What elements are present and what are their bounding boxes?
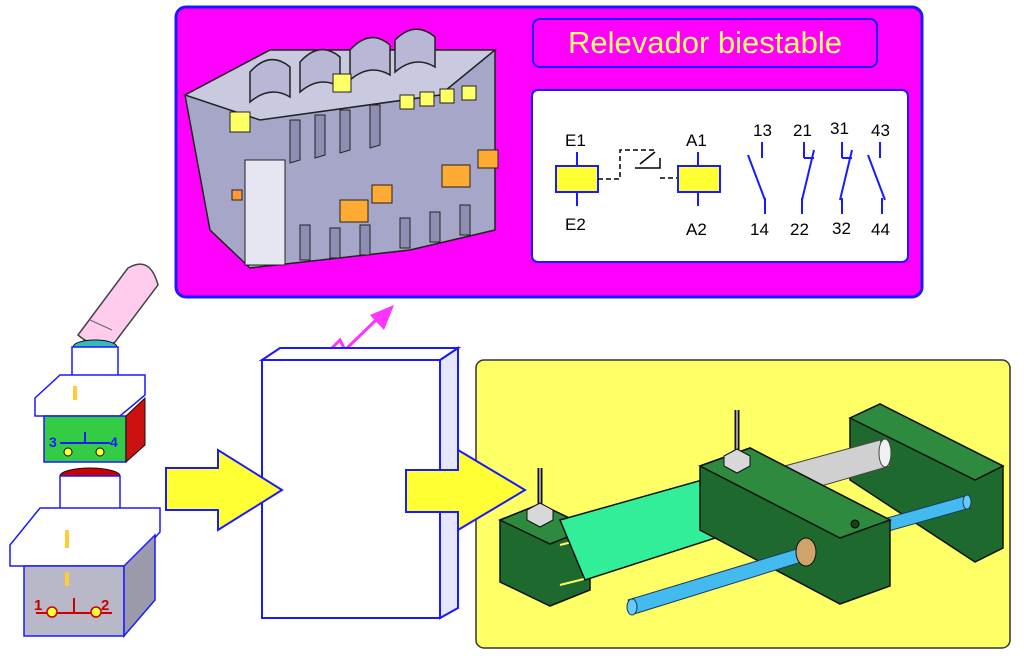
page-title: Relevador biestable	[567, 25, 842, 60]
pushbutton-assembly: 3 4 1 2	[9, 263, 161, 639]
label-a1: A1	[686, 131, 707, 150]
label-22: 22	[790, 220, 809, 239]
relay-schematic: E1 E2 A1 A2 13 14 21 22 31 32 43 44	[531, 89, 909, 263]
port-right	[723, 410, 751, 474]
label-e1: E1	[565, 131, 586, 150]
label-e2: E2	[565, 215, 586, 234]
contact-31-32	[839, 142, 853, 214]
contact-block-nc: 1 2	[23, 533, 156, 639]
label-14: 14	[750, 220, 769, 239]
contact-block-no: 3 4	[43, 396, 146, 464]
contact-13-14	[747, 142, 766, 214]
relay-illustration	[183, 28, 499, 269]
port-left	[526, 468, 554, 528]
pneumatic-cylinder	[498, 403, 1005, 616]
latch-symbol	[635, 151, 661, 169]
label-44: 44	[871, 220, 890, 239]
label-21: 21	[793, 121, 812, 140]
contact-21-22	[801, 142, 815, 214]
output-arrow	[405, 448, 527, 532]
latch-link	[598, 149, 678, 180]
label-a2: A2	[686, 220, 707, 239]
terminal-1: 1	[34, 597, 42, 614]
label-43: 43	[871, 121, 890, 140]
label-31: 31	[830, 119, 849, 138]
coil-right	[677, 152, 721, 206]
label-13: 13	[753, 121, 772, 140]
title-banner: Relevador biestable	[532, 18, 878, 68]
contact-43-44	[867, 142, 886, 214]
terminal-3: 3	[49, 434, 57, 450]
terminal-2: 2	[101, 597, 109, 614]
terminal-4: 4	[110, 434, 118, 450]
input-arrow	[165, 448, 284, 532]
finger-icon	[76, 263, 159, 347]
label-32: 32	[832, 219, 851, 238]
